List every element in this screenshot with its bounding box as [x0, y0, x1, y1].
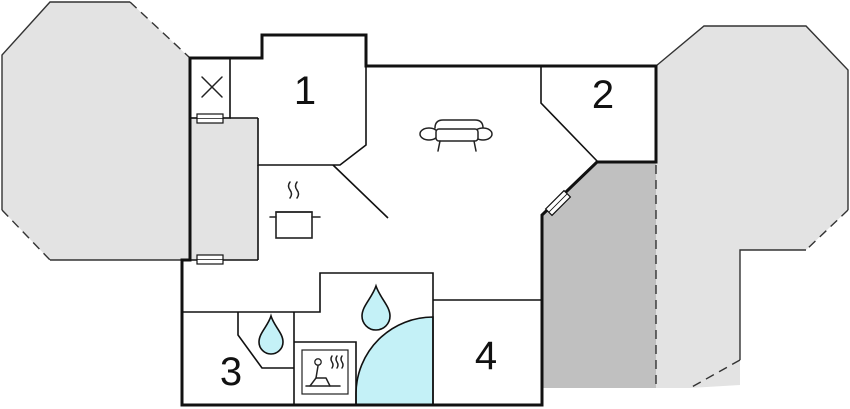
room-number-1: 1: [294, 69, 316, 113]
right-terrace: [655, 25, 849, 389]
room-number-4: 4: [475, 334, 497, 378]
water-drop-icon: [258, 283, 391, 355]
room-number-2: 2: [592, 73, 614, 117]
cooking-pot-icon: [269, 181, 321, 239]
exterior-walls: [180, 33, 658, 407]
shower-area: [355, 316, 434, 406]
window-icon: [196, 113, 572, 265]
room-number-3: 3: [220, 350, 242, 394]
covered-terrace: [542, 162, 657, 388]
fireplace-icon: [201, 76, 223, 98]
sauna-icon: [301, 349, 349, 395]
interior-walls: [182, 57, 599, 405]
sofa-icon: [419, 119, 493, 152]
left-terrace: [1, 1, 258, 261]
